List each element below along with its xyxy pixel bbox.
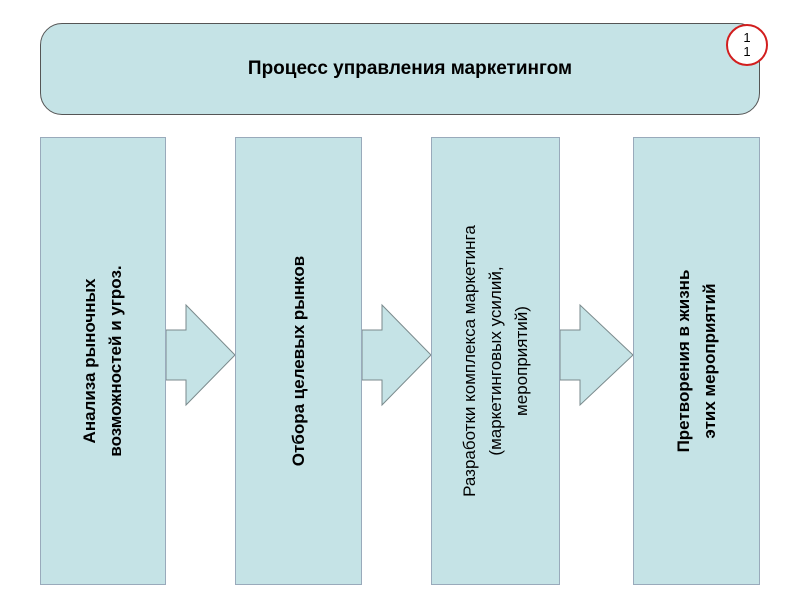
stage-label: Разработки комплекса маркетинга (маркети… — [459, 225, 531, 497]
page-title: Процесс управления маркетингом — [247, 58, 573, 79]
stage-implementation: Претворения в жизнь этих мероприятий — [633, 137, 760, 585]
stage-label: Претворения в жизнь этих мероприятий — [673, 269, 719, 453]
badge-line-2: 1 — [743, 44, 751, 59]
arrow-3-icon — [559, 303, 634, 407]
stage-target-markets: Отбора целевых рынков — [235, 137, 362, 585]
arrow-1-icon — [165, 303, 236, 407]
arrow-2-icon — [361, 303, 432, 407]
stage-market-analysis: Анализа рыночных возможностей и угроз. — [40, 137, 166, 585]
stage-label: Анализа рыночных возможностей и угроз. — [80, 265, 125, 457]
stage-marketing-mix: Разработки комплекса маркетинга (маркети… — [431, 137, 560, 585]
slide-number-badge: 1 1 — [726, 24, 768, 66]
badge-line-1: 1 — [743, 30, 751, 45]
stage-label: Отбора целевых рынков — [288, 255, 308, 467]
process-header: Процесс управления маркетингом — [40, 23, 760, 115]
